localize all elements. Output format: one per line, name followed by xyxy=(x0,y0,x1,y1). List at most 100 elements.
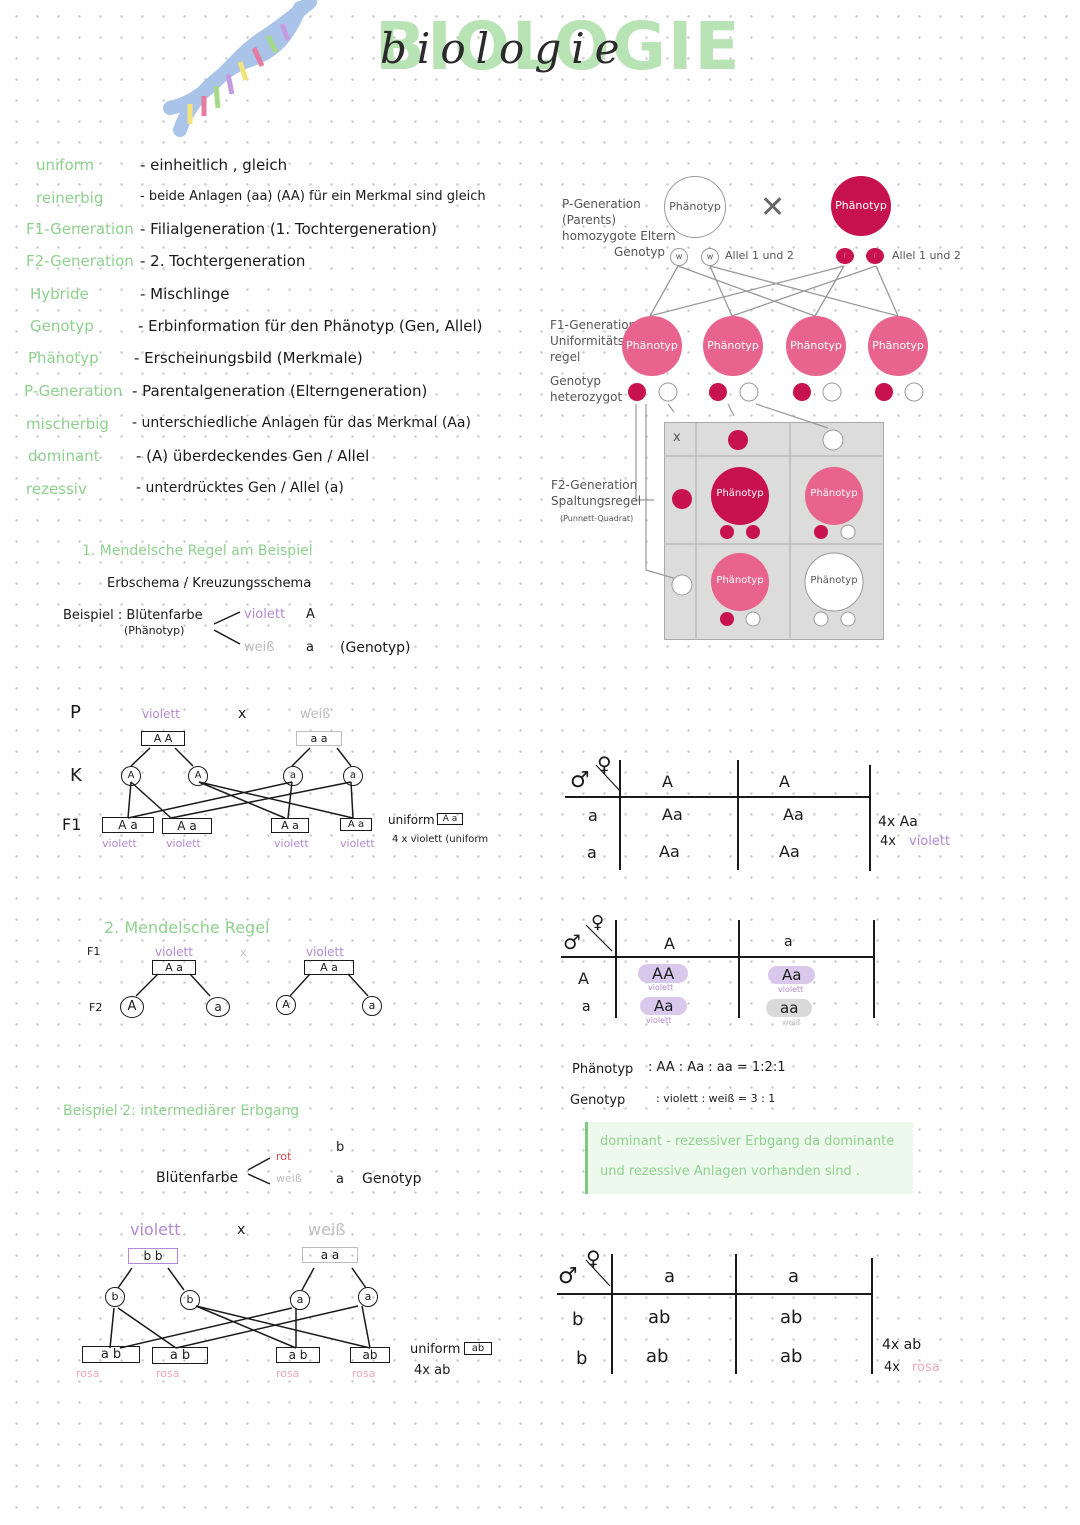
p-right-label: weiß xyxy=(300,707,331,722)
allele-circle: w xyxy=(701,248,719,266)
definition: - Parentalgeneration (Elterngeneration) xyxy=(132,382,428,400)
section2-lines xyxy=(135,973,369,997)
col-header: A xyxy=(662,772,673,791)
f1-box: A a xyxy=(162,818,212,834)
term: Genotyp xyxy=(30,317,94,335)
term: Phänotyp xyxy=(28,349,99,367)
definition: - Erbinformation für den Phänotyp (Gen, … xyxy=(138,317,483,335)
f1-label: violett xyxy=(166,837,201,850)
definition: - unterdrücktes Gen / Allel (a) xyxy=(136,480,344,496)
male-symbol: ♂ xyxy=(570,768,590,793)
diagram-label: heterozygot xyxy=(550,390,623,404)
diagram-label: Genotyp xyxy=(550,374,602,388)
punnett-circles xyxy=(671,429,864,627)
section1-heading: 1. Mendelsche Regel am Beispiel xyxy=(82,543,313,559)
row-label-F2: F2 xyxy=(89,1001,103,1014)
parent-box: A a xyxy=(152,960,196,975)
row-header: b xyxy=(576,1348,588,1369)
allele-label: Allel 1 und 2 xyxy=(892,249,961,262)
table-note-color: rosa xyxy=(912,1360,940,1375)
definition: - (A) überdeckendes Gen / Allel xyxy=(136,447,370,465)
label-bluetenfarbe: Blütenfarbe xyxy=(156,1170,239,1186)
cell: ab xyxy=(648,1307,671,1328)
f1-box: A a xyxy=(102,817,154,833)
uniform-note: 4x ab xyxy=(414,1363,451,1378)
cell: aa xyxy=(766,999,813,1017)
uniform-label: uniform xyxy=(388,813,435,827)
table-note: 4x Aa xyxy=(878,814,918,830)
diagram-label: P-Generation xyxy=(562,197,641,211)
row-label-F1: F1 xyxy=(87,945,101,958)
allele-label: Allel 1 und 2 xyxy=(725,249,794,262)
page-title: BIOLOGIE xyxy=(375,8,742,85)
cross-icon: ✕ xyxy=(760,190,786,225)
phenotype-label: Phänotyp xyxy=(716,575,764,586)
uniform-label: uniform xyxy=(410,1342,461,1357)
definition: - unterschiedliche Anlagen für das Merkm… xyxy=(132,415,471,431)
definition: - 2. Tochtergeneration xyxy=(140,252,306,270)
table-note: 4x ab xyxy=(882,1337,922,1353)
male-symbol: ♂ xyxy=(558,1264,578,1289)
table-note-prefix: 4x xyxy=(880,834,896,849)
cell-label: violett xyxy=(646,1016,672,1025)
note-line: dominant - rezessiver Erbgang da dominan… xyxy=(600,1134,895,1149)
term: uniform xyxy=(36,156,95,174)
cross-sign: x xyxy=(240,946,247,959)
row-header: a xyxy=(582,999,591,1015)
p-right-box: a a xyxy=(296,731,342,746)
page-title-script: biologie xyxy=(380,24,630,73)
ratio-value: : violett : weiß = 3 : 1 xyxy=(656,1092,776,1105)
cell-label: weiß xyxy=(782,1018,801,1027)
allele-a: a xyxy=(336,1172,344,1187)
cell: Aa xyxy=(662,805,683,824)
row-label-P: P xyxy=(70,702,81,723)
diagram-label: Spaltungsregel xyxy=(551,494,642,508)
gamete: A xyxy=(121,766,141,786)
term: F1-Generation xyxy=(26,220,134,238)
ratio-label: Phänotyp xyxy=(572,1062,634,1077)
term: Hybride xyxy=(30,285,89,303)
gamete: a xyxy=(290,1290,310,1310)
cell: Aa xyxy=(783,805,804,824)
table-note-prefix: 4x xyxy=(884,1360,900,1375)
phenotype-circle: Phänotyp xyxy=(622,316,682,376)
row-header: a xyxy=(588,806,598,825)
branch-lines xyxy=(213,611,241,645)
term: F2-Generation xyxy=(26,252,134,270)
row-label-F1: F1 xyxy=(62,815,82,834)
table-note-color: violett xyxy=(909,834,951,849)
col-header: a xyxy=(788,1266,800,1287)
cell: Aa xyxy=(640,997,688,1015)
definition: - einheitlich , gleich xyxy=(140,156,288,174)
definition: - beide Anlagen (aa) (AA) für ein Merkma… xyxy=(140,189,486,204)
allele-a: a xyxy=(306,640,314,655)
diagram-label: F2-Generation xyxy=(551,478,638,492)
gamete: a xyxy=(343,766,363,786)
f1-box: a b xyxy=(82,1346,140,1363)
table1-lines xyxy=(565,760,871,871)
f1-box: A a xyxy=(271,818,309,833)
term: P-Generation xyxy=(24,382,123,400)
f1-label: rosa xyxy=(156,1367,180,1380)
cell-label: violett xyxy=(778,985,804,994)
cell: Aa xyxy=(768,966,816,984)
label-rot: rot xyxy=(276,1150,292,1163)
phenotype-label: Phänotyp xyxy=(716,488,764,499)
f1-label: violett xyxy=(102,837,137,850)
diagram-label: F1-Generation xyxy=(550,318,637,332)
example-sub: (Phänotyp) xyxy=(124,624,185,637)
diagram-label: homozygote Eltern xyxy=(562,229,676,243)
col-header: a xyxy=(784,934,793,950)
label-violett: violett xyxy=(306,945,344,959)
allele-A: A xyxy=(306,607,315,622)
cross-sign: x xyxy=(238,706,247,722)
term: rezessiv xyxy=(26,480,87,498)
label-violett: violett xyxy=(155,945,193,959)
cell: ab xyxy=(780,1307,803,1328)
phenotype-circle: Phänotyp xyxy=(786,316,846,376)
cell: Aa xyxy=(659,842,680,861)
row-header: b xyxy=(572,1309,584,1330)
cell: AA xyxy=(638,964,689,983)
row-header: A xyxy=(578,969,589,988)
allele-circle: r xyxy=(836,248,854,264)
